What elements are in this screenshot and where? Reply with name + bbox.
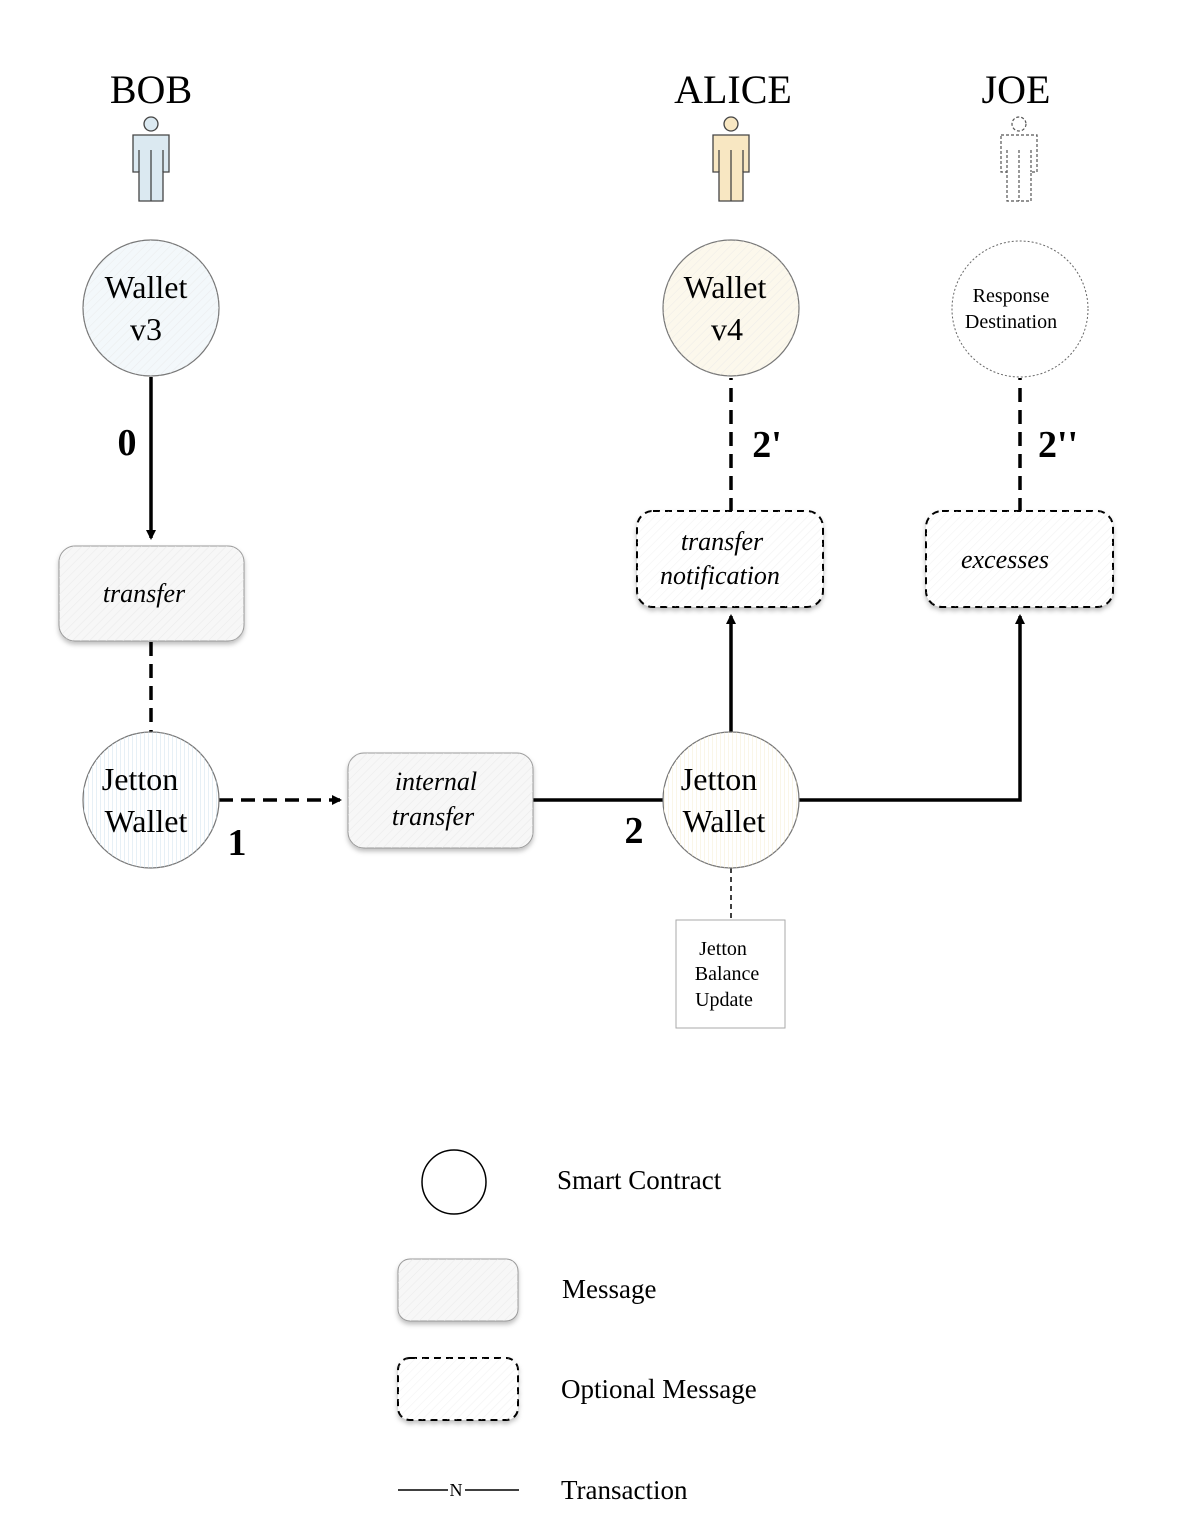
excesses-message: excesses — [925, 510, 1114, 608]
internal-transfer-line-1: internal — [395, 767, 477, 796]
legend-transaction-symbol: N — [450, 1480, 463, 1500]
transaction-label-2: 2 — [625, 810, 644, 852]
transaction-label-2-prime: 2' — [752, 424, 782, 466]
transfer-notification-line-1: transfer — [681, 527, 764, 556]
transfer-message: transfer — [58, 545, 245, 642]
transfer-message-label: transfer — [103, 579, 186, 608]
response-destination-line-1: Response — [973, 285, 1050, 307]
wallet-v3-line-1: Wallet — [105, 269, 188, 305]
actor-joe-label: JOE — [982, 67, 1051, 112]
wallet-v4-line-2: v4 — [711, 311, 743, 347]
legend-smart-contract-label: Smart Contract — [557, 1165, 722, 1195]
internal-transfer-message: internal transfer — [347, 752, 534, 849]
transaction-label-0: 0 — [118, 422, 137, 464]
alice-jetton-wallet-node: Jetton Wallet — [662, 731, 800, 869]
bob-person-icon — [132, 116, 170, 202]
balance-update-line-2: Balance — [695, 963, 760, 985]
bob-jetton-wallet-node: Jetton Wallet — [82, 731, 220, 869]
response-destination-node: Response Destination — [951, 240, 1089, 378]
wallet-v4-line-1: Wallet — [684, 269, 767, 305]
bob-jetton-wallet-line-1: Jetton — [102, 761, 178, 797]
transfer-notification-line-2: notification — [660, 561, 780, 590]
wallet-v4-node: Wallet v4 — [662, 239, 800, 377]
excesses-label: excesses — [961, 545, 1049, 574]
response-destination-line-2: Destination — [965, 311, 1057, 333]
legend-smart-contract-swatch — [421, 1149, 487, 1215]
internal-transfer-line-2: transfer — [392, 802, 475, 831]
legend: Smart Contract Message Optional Message … — [397, 1149, 757, 1505]
transaction-label-1: 1 — [228, 822, 247, 864]
alice-person-icon — [712, 116, 750, 202]
legend-optional-message-label: Optional Message — [561, 1374, 757, 1404]
legend-message-label: Message — [562, 1274, 656, 1304]
bob-jetton-wallet-line-2: Wallet — [105, 803, 188, 839]
transaction-label-2-double-prime: 2'' — [1038, 424, 1078, 466]
joe-person-icon — [1000, 116, 1038, 202]
legend-transaction-label: Transaction — [561, 1475, 688, 1505]
transfer-notification-message: transfer notification — [636, 510, 824, 608]
alice-jetton-wallet-line-1: Jetton — [681, 761, 757, 797]
balance-update-line-1: Jetton — [699, 938, 747, 960]
wallet-v3-line-2: v3 — [130, 311, 162, 347]
actor-bob-label: BOB — [110, 67, 192, 112]
connector-to-excesses — [798, 614, 1025, 802]
balance-update-line-3: Update — [695, 989, 753, 1011]
wallet-v3-node: Wallet v3 — [82, 239, 220, 377]
actor-alice-label: ALICE — [674, 67, 792, 112]
jetton-balance-update-box: Jetton Balance Update — [675, 919, 786, 1029]
alice-jetton-wallet-line-2: Wallet — [683, 803, 766, 839]
